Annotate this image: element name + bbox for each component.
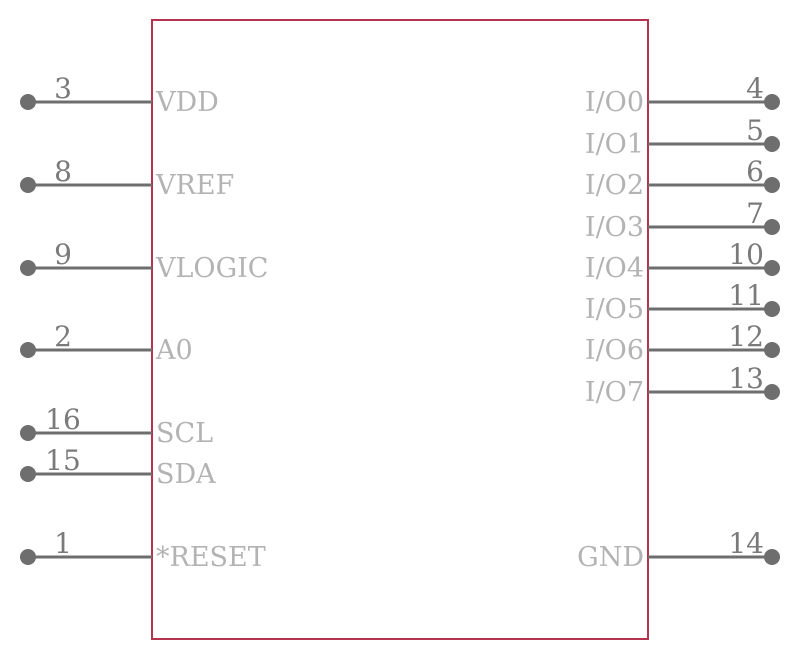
pin-terminal-dot <box>764 177 780 193</box>
pin-terminal-dot <box>764 136 780 152</box>
pin-right-13: 13 I/O7 <box>585 362 780 408</box>
pin-number: 12 <box>728 320 764 353</box>
pin-name-label: I/O7 <box>585 377 644 408</box>
pin-name-label: VLOGIC <box>155 253 268 284</box>
pin-name-label: SDA <box>156 459 216 490</box>
pin-number: 5 <box>746 114 764 147</box>
pin-left-8: 8 VREF <box>20 155 234 201</box>
pin-name-label: *RESET <box>156 542 266 573</box>
pin-terminal-dot <box>764 94 780 110</box>
pin-name-label: I/O5 <box>585 294 644 325</box>
ic-body-outline <box>151 19 649 640</box>
pin-right-12: 12 I/O6 <box>585 320 780 366</box>
pin-name-label: VDD <box>155 87 219 118</box>
pin-number: 1 <box>54 527 72 560</box>
pin-number: 16 <box>45 403 81 436</box>
pin-number: 14 <box>728 527 764 560</box>
pin-name-label: I/O3 <box>585 212 644 243</box>
pin-name-label: GND <box>577 542 644 573</box>
pin-left-2: 2 A0 <box>20 320 193 366</box>
pin-name-label: I/O6 <box>585 335 644 366</box>
pin-name-label: I/O0 <box>585 87 644 118</box>
pin-number: 11 <box>728 279 764 312</box>
pin-terminal-dot <box>764 549 780 565</box>
pin-left-9: 9 VLOGIC <box>20 238 268 284</box>
pin-number: 13 <box>728 362 764 395</box>
pin-terminal-dot <box>764 384 780 400</box>
right-pin-group: 4I/O05I/O16I/O27I/O310I/O411I/O512I/O613… <box>577 72 780 573</box>
pin-number: 8 <box>54 155 72 188</box>
pin-left-3: 3 VDD <box>20 72 219 118</box>
pin-name-label: I/O4 <box>585 253 644 284</box>
pin-left-16: 16 SCL <box>20 403 213 449</box>
pin-name-label: I/O1 <box>585 129 644 160</box>
pin-number: 6 <box>746 155 764 188</box>
pin-terminal-dot <box>764 342 780 358</box>
pin-right-4: 4 I/O0 <box>585 72 780 118</box>
pin-right-10: 10 I/O4 <box>585 238 780 284</box>
pin-number: 3 <box>54 72 72 105</box>
pin-terminal-dot <box>764 219 780 235</box>
pin-terminal-dot <box>20 260 36 276</box>
pin-number: 4 <box>746 72 764 105</box>
pin-terminal-dot <box>764 260 780 276</box>
pin-right-5: 5 I/O1 <box>585 114 780 160</box>
pin-number: 2 <box>54 320 72 353</box>
pin-number: 7 <box>746 197 764 230</box>
pin-right-7: 7 I/O3 <box>585 197 780 243</box>
pin-right-14: 14 GND <box>577 527 780 573</box>
pin-left-15: 15 SDA <box>20 444 216 490</box>
pin-right-11: 11 I/O5 <box>585 279 780 325</box>
pin-left-1: 1 *RESET <box>20 527 266 573</box>
pin-right-6: 6 I/O2 <box>585 155 780 201</box>
pin-terminal-dot <box>20 342 36 358</box>
pin-terminal-dot <box>20 177 36 193</box>
pin-terminal-dot <box>20 549 36 565</box>
pin-terminal-dot <box>764 301 780 317</box>
pin-terminal-dot <box>20 94 36 110</box>
pin-number: 15 <box>45 444 81 477</box>
pin-name-label: VREF <box>155 170 234 201</box>
pin-terminal-dot <box>20 425 36 441</box>
pin-number: 9 <box>54 238 72 271</box>
pin-name-label: A0 <box>155 335 193 366</box>
left-pin-group: 3 VDD 8 VREF 9 VLOGIC 2 A0 16 SCL 15 SDA 1 *RESET <box>20 72 268 573</box>
pin-number: 10 <box>728 238 764 271</box>
pin-terminal-dot <box>20 466 36 482</box>
pin-name-label: I/O2 <box>585 170 644 201</box>
pin-name-label: SCL <box>156 418 213 449</box>
